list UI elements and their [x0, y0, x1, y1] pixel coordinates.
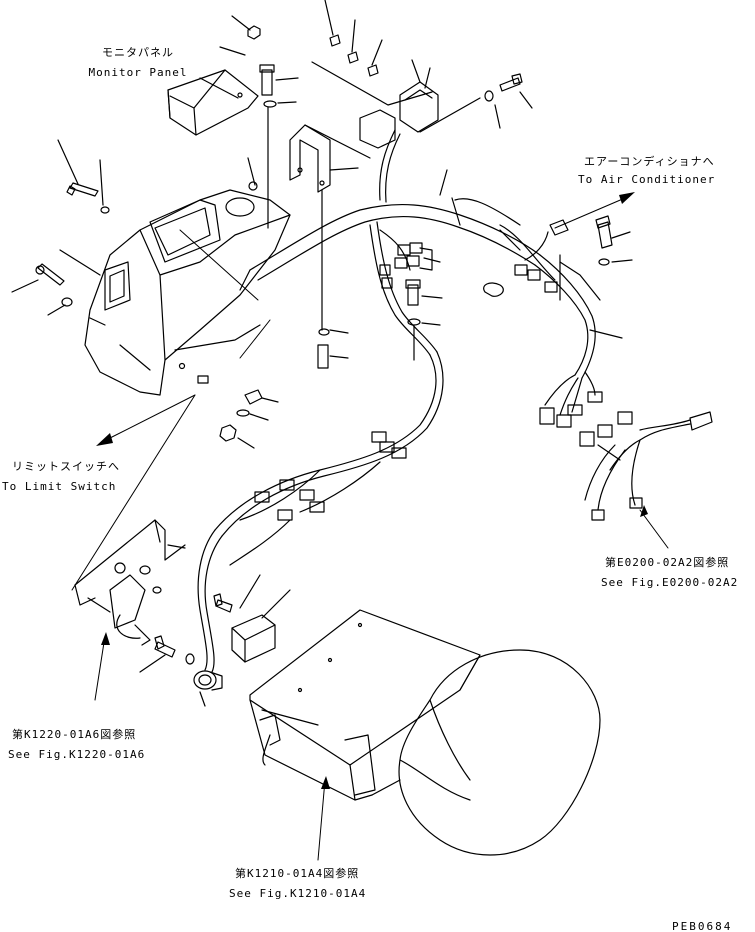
bolt-left-upper — [57, 139, 110, 214]
clamp-small-parts — [219, 389, 279, 449]
label-monitor-panel-jp: モニタパネル — [102, 46, 174, 59]
label-monitor-panel-en: Monitor Panel — [88, 66, 188, 79]
label-ref-k1220-jp: 第K1220-01A6図参照 — [12, 728, 137, 741]
main-wire-harness — [197, 129, 596, 673]
relay-box — [213, 574, 291, 663]
arrowheads — [96, 192, 648, 789]
label-ref-k1220-en: See Fig.K1220-01A6 — [8, 748, 146, 761]
connector-bracket-top — [359, 59, 481, 149]
heater-unit-housing — [249, 609, 481, 801]
bracket-center-top — [289, 124, 371, 369]
leader-lines — [71, 197, 669, 861]
console-cover-part — [84, 189, 291, 396]
label-limit-switch-jp: リミットスイッチへ — [12, 460, 120, 473]
screw-set-monitor — [247, 64, 299, 229]
label-ref-k1210-en: See Fig.K1210-01A4 — [229, 887, 367, 900]
screw-top-monitor — [219, 15, 261, 56]
label-limit-switch-en: To Limit Switch — [2, 480, 117, 493]
clip-parts-top — [311, 0, 433, 106]
drawing-code: PEB0684 — [672, 920, 733, 932]
branch-harness-right — [539, 371, 713, 521]
monitor-panel-part — [167, 69, 259, 136]
harness-connectors — [254, 219, 569, 521]
bolt-washer-right — [559, 215, 633, 339]
label-air-conditioner-jp: エアーコンディショナへ — [584, 155, 715, 168]
bolt-upper-right — [484, 73, 533, 129]
label-ref-e0200-en: See Fig.E0200-02A2 — [601, 576, 739, 589]
label-ref-k1210-jp: 第K1210-01A4図参照 — [235, 867, 360, 880]
rotary-switch — [193, 670, 223, 707]
limit-switch-bracket — [74, 519, 186, 646]
heater-blower-cover — [371, 649, 601, 856]
bolt-left-lower — [11, 249, 101, 316]
label-air-conditioner-en: To Air Conditioner — [578, 173, 716, 186]
label-ref-e0200-jp: 第E0200-02A2図参照 — [605, 556, 730, 569]
bolt-washer-center — [405, 279, 443, 361]
bolt-washer-lower-left — [139, 635, 195, 673]
